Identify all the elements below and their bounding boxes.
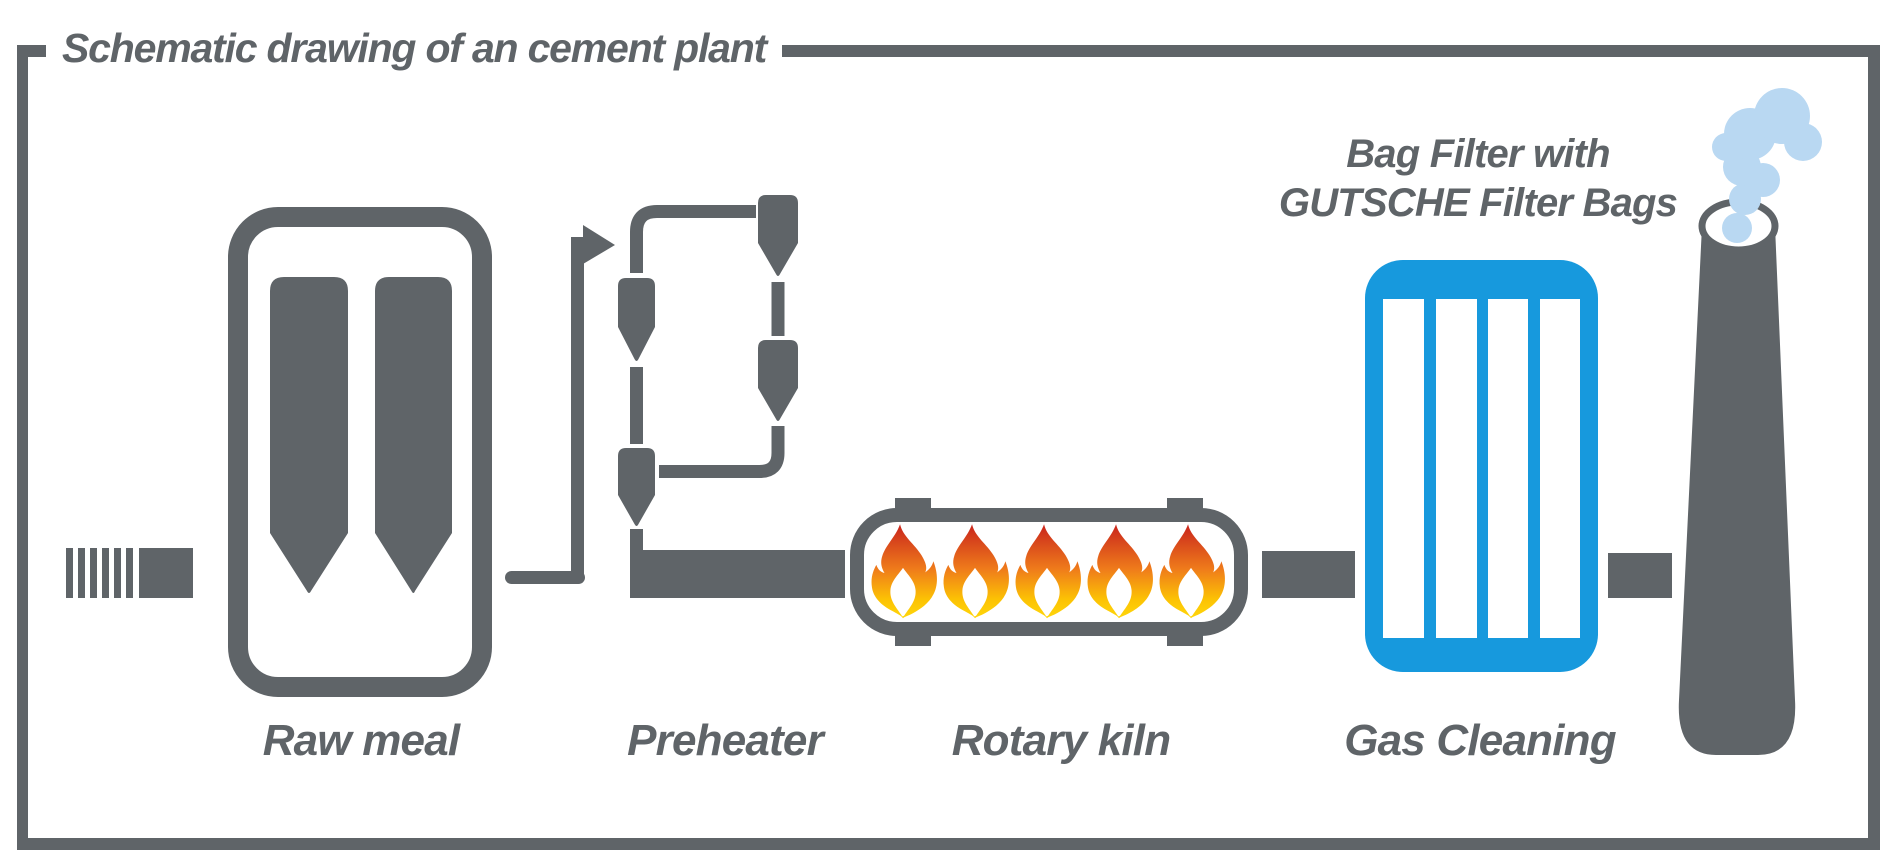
chimney-stack-icon [1678, 88, 1822, 755]
flow-arrow-icon [583, 225, 615, 264]
cyclone-4 [618, 448, 655, 526]
preheater-cyclones-icon [618, 195, 798, 556]
inlet-hatch-lines [66, 548, 133, 598]
riser-duct-arrow [505, 225, 615, 584]
bag-filter-annotation-line1: Bag Filter with [1346, 132, 1610, 176]
inlet-pipe [139, 548, 193, 598]
feed-inlet-icon [66, 548, 193, 598]
raw-meal-silo-icon [228, 207, 492, 697]
label-preheater: Preheater [627, 716, 824, 765]
bag-filter-icon [1365, 260, 1598, 672]
riser-horizontal-pipe [505, 571, 585, 584]
frame-right-line [1868, 45, 1880, 850]
rotary-kiln-icon [850, 498, 1248, 646]
label-gas-cleaning: Gas Cleaning [1344, 716, 1616, 765]
pipe-filter-to-stack [1608, 553, 1672, 598]
label-rotary-kiln: Rotary kiln [951, 716, 1171, 765]
duct-cyclone3-to-4 [659, 426, 785, 478]
bag-filter-annotation-line2: GUTSCHE Filter Bags [1278, 181, 1678, 225]
bag-filter-annotation: Bag Filter with GUTSCHE Filter Bags [1278, 130, 1678, 228]
cyclone-3 [758, 340, 798, 421]
diagram-title: Schematic drawing of an cement plant [46, 20, 783, 76]
frame-bottom-line [17, 838, 1880, 850]
kiln-flames-icon [871, 524, 1225, 619]
duct-top [630, 205, 756, 273]
silo-bin-left [270, 277, 348, 593]
silo-bin-right [375, 277, 452, 593]
cyclone-1 [618, 278, 655, 361]
label-raw-meal: Raw meal [262, 716, 460, 765]
pipe-kiln-to-filter [1262, 551, 1355, 598]
riser-vertical-pipe [571, 237, 584, 577]
silo-housing-outline [228, 207, 492, 697]
kiln-shell-outline [850, 508, 1248, 636]
smoke-icon [1712, 88, 1822, 243]
cyclone-2 [758, 195, 798, 276]
pipe-preheater-to-kiln [630, 550, 845, 598]
frame-left-line [17, 45, 28, 850]
filter-bags [1383, 299, 1580, 638]
stack-body [1678, 226, 1796, 755]
